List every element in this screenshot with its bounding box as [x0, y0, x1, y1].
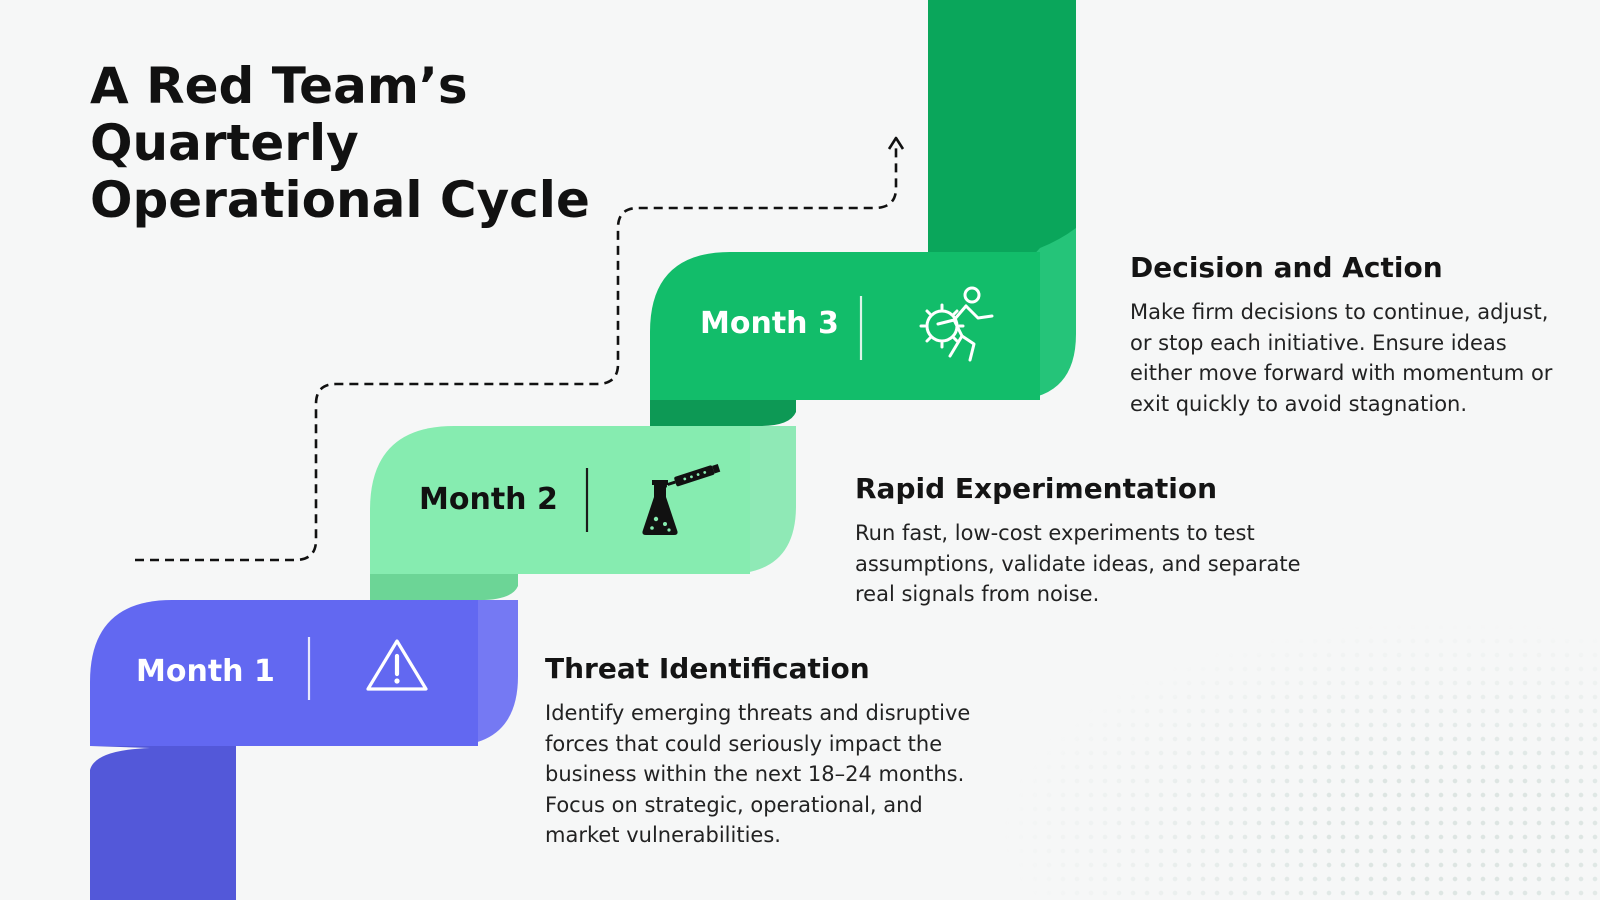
page-title: A Red Team’s Quarterly Operational Cycle: [90, 58, 650, 229]
step-2-text-line-3: real signals from noise.: [855, 582, 1100, 606]
path-arrowhead: [887, 136, 905, 150]
month2-band: [370, 426, 796, 600]
step-3-text-line-1: Make firm decisions to continue, adjust,: [1130, 300, 1549, 324]
step-3-text-line-2: or stop each initiative. Ensure ideas: [1130, 330, 1507, 355]
step-1-text-line-4: Focus on strategic, operational, and: [545, 792, 923, 817]
flask-and-dropper-icon: [642, 464, 721, 535]
step-2-text-line-1: Run fast, low-cost experiments to test: [855, 521, 1255, 545]
step-1-text: Identify emerging threats and disruptive…: [545, 698, 970, 851]
step-2-description: Rapid Experimentation Run fast, low-cost…: [855, 472, 1301, 610]
title-line-1: A Red Team’s: [90, 57, 468, 115]
month3-band: [650, 0, 1076, 426]
step-1-text-line-3: business within the next 18–24 months.: [545, 762, 965, 786]
warning-triangle-icon: [366, 639, 428, 691]
step-2-text: Run fast, low-cost experiments to test a…: [855, 518, 1301, 610]
running-person-with-gear-icon: [919, 286, 994, 362]
month2-label: Month 2: [419, 482, 558, 517]
title-line-3: Operational Cycle: [90, 171, 590, 229]
step-1-text-line-5: market vulnerabilities.: [545, 823, 781, 847]
month3-label: Month 3: [700, 306, 839, 341]
step-3-description: Decision and Action Make firm decisions …: [1130, 251, 1552, 419]
step-3-text: Make firm decisions to continue, adjust,…: [1130, 297, 1552, 419]
halftone-dot-decoration: [1000, 620, 1600, 900]
step-1-description: Threat Identification Identify emerging …: [545, 652, 970, 851]
step-1-heading: Threat Identification: [545, 652, 870, 685]
step-3-heading: Decision and Action: [1130, 251, 1443, 284]
step-2-heading: Rapid Experimentation: [855, 472, 1218, 505]
step-1-text-line-1: Identify emerging threats and disruptive: [545, 701, 971, 725]
step-3-text-line-3: either move forward with momentum or: [1130, 361, 1553, 385]
month1-label: Month 1: [136, 654, 275, 689]
month1-band: [90, 600, 518, 900]
title-line-2: Quarterly: [90, 114, 359, 172]
step-3-text-line-4: exit quickly to avoid stagnation.: [1130, 391, 1468, 416]
step-2-text-line-2: assumptions, validate ideas, and separat…: [855, 551, 1301, 576]
step-1-text-line-2: forces that could seriously impact the: [545, 731, 943, 756]
